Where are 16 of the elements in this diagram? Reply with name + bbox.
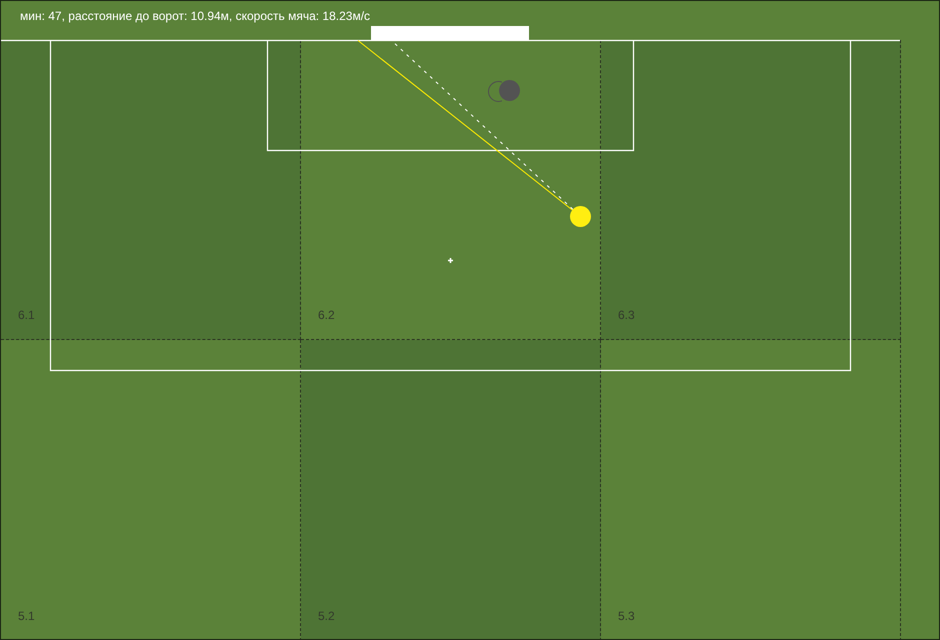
goal-bar xyxy=(371,26,529,40)
zone-label: 6.1 xyxy=(18,308,35,322)
pitch-zone xyxy=(1,40,301,340)
trajectory-line xyxy=(358,40,573,210)
zone-label: 6.2 xyxy=(318,308,335,322)
pitch-zone xyxy=(301,40,601,340)
zone-label: 5.1 xyxy=(18,609,35,623)
ball-marker xyxy=(570,206,591,227)
pitch-zone xyxy=(301,340,601,639)
zone-label: 6.3 xyxy=(618,308,635,322)
player-marker xyxy=(499,80,520,101)
pitch-zone xyxy=(601,40,901,340)
player-outline-marker xyxy=(488,81,502,102)
zone-label: 5.3 xyxy=(618,609,635,623)
status-text: мин: 47, расстояние до ворот: 10.94м, скорость мяча: 18.23м/с xyxy=(20,9,370,23)
zone-label: 5.2 xyxy=(318,609,335,623)
